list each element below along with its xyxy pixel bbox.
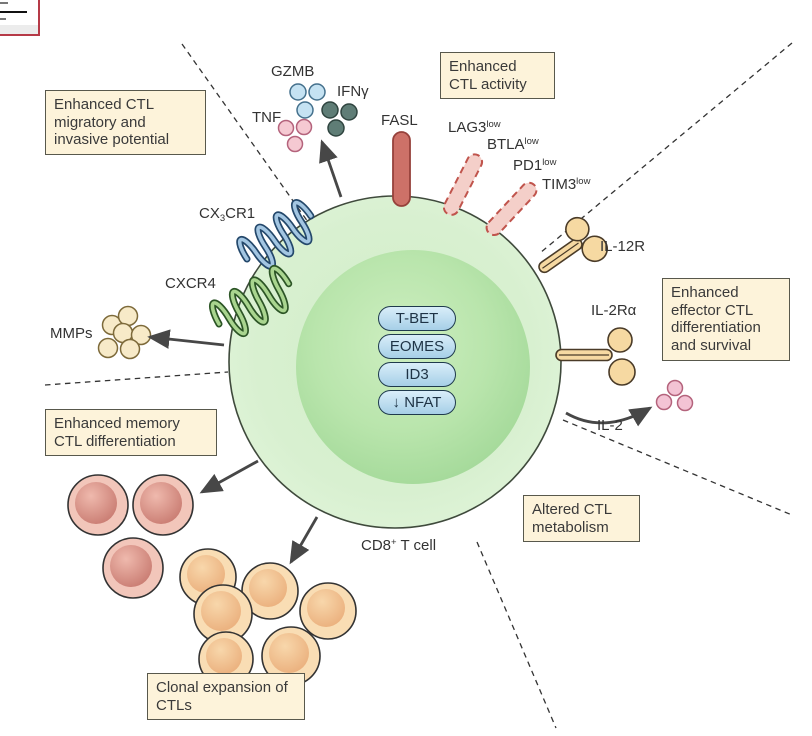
thumbnail-rule-line [0,11,27,13]
thumbnail-footer-strip [0,25,38,34]
memory-ctl-cells [67,474,194,599]
box-enhanced-ctl-migratory: Enhanced CTL migratory and invasive pote… [45,90,206,156]
page-thumbnail-artifact[interactable] [0,0,40,36]
label-ifng: IFNγ [337,83,369,100]
cx3cr1-receptor-shape [236,199,315,270]
dashed-line-bottom [476,541,557,729]
box-enhanced-ctl-activity: Enhanced CTL activity [440,52,555,100]
arrow-to-mmps [147,329,225,349]
tnf-dots [277,118,313,153]
label-btla: BTLAlow [487,136,539,153]
pill-nfat: ↓ NFAT [378,390,456,415]
clonal-cell [193,584,253,644]
label-cx3cr1: CX3CR1 [199,205,256,224]
il2-dots [655,379,694,412]
label-il2ra: IL-2Rα [591,302,637,319]
fasl-ligand-rod [392,131,411,207]
label-cxcr4: CXCR4 [165,275,216,292]
box-clonal-expansion: Clonal expansion of CTLs [147,673,305,721]
label-tim3: TIM3low [542,176,591,193]
box-enhanced-effector-ctl: Enhanced effector CTL differentiation an… [662,278,790,361]
label-pd1: PD1low [513,157,557,174]
arrow-to-cytokines [319,139,343,198]
clonal-expansion-cells [179,548,357,687]
label-tnf: TNF [252,109,282,126]
clonal-cell [261,626,321,686]
il2ra-receptor-shape [555,327,636,386]
mmp-dots [97,305,152,360]
pd1-tim3-receptor-rod [485,181,538,237]
memory-cell [67,474,129,536]
arrow-to-memory-cells [199,459,259,494]
arrow-to-clonal-cells [289,516,319,565]
label-mmps: MMPs [50,325,93,342]
label-fasl: FASL [381,112,418,129]
pill-eomes: EOMES [378,334,456,359]
label-il2: IL-2 [597,417,623,434]
memory-cell [132,474,194,536]
box-altered-ctl-metabolism: Altered CTL metabolism [523,495,640,543]
label-il12r: IL-12R [600,238,646,255]
cxcr4-receptor-shape [208,264,293,338]
label-cd8-t-cell: CD8+ T cell [361,537,437,554]
box-enhanced-memory-ctl: Enhanced memory CTL differentiation [45,409,217,457]
gzmb-dots [289,83,326,119]
process-arrows [147,139,653,565]
pill-id3: ID3 [378,362,456,387]
thumbnail-text-mark [0,18,6,20]
lag3-btla-receptor-rod [442,153,484,216]
il12r-receptor-shape [538,216,609,274]
dashed-line-right-lower [562,419,793,516]
thumbnail-text-mark [0,2,8,4]
pill-tbet: T-BET [378,306,456,331]
arrow-il2-secretion [565,406,653,427]
clonal-cell [241,562,299,620]
dashed-line-left [44,371,229,386]
dashed-line-top-left [181,43,309,223]
memory-cell [102,537,164,599]
label-lag3: LAG3low [448,119,501,136]
label-gzmb: GZMB [271,63,315,80]
clonal-cell [299,582,357,640]
ifng-dots [321,101,358,137]
